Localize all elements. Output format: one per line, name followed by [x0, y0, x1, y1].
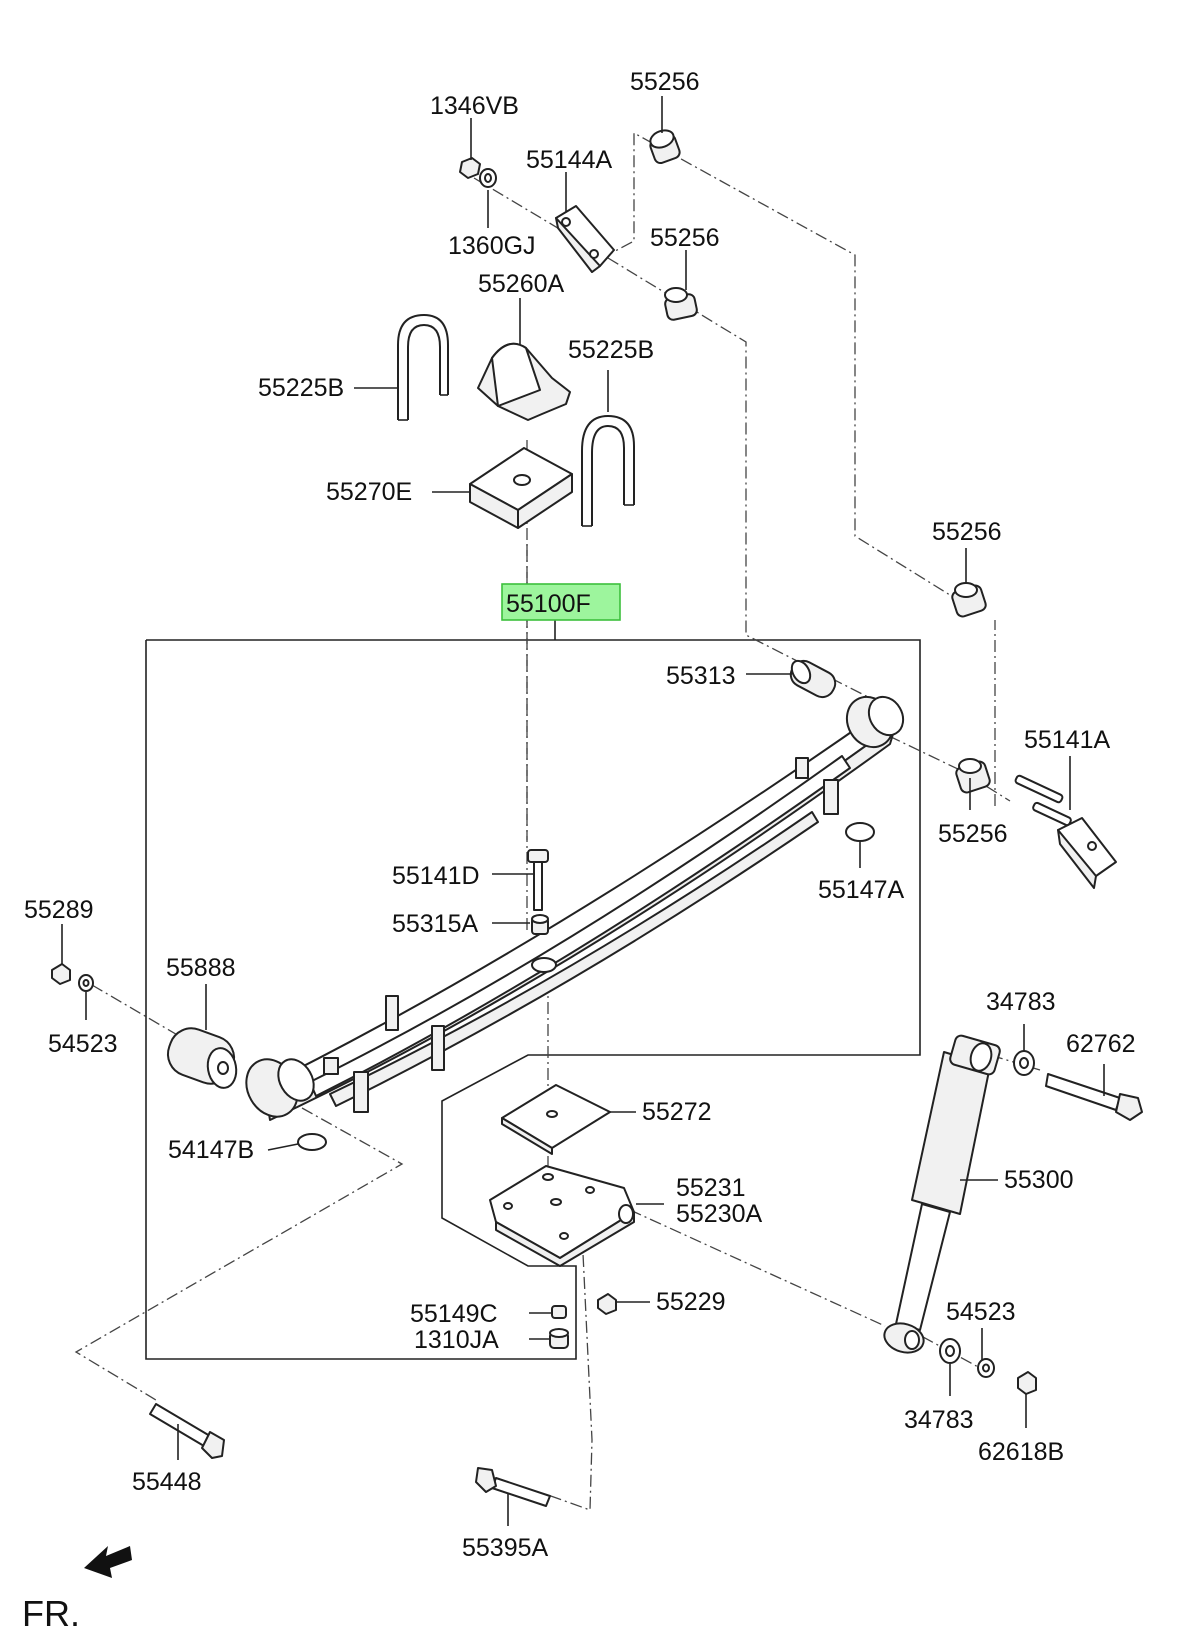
- label-u-bolt-left[interactable]: 55225B: [258, 374, 344, 402]
- center-bolt-part[interactable]: [527, 849, 549, 911]
- nut-right-bottom-part[interactable]: [1017, 1371, 1037, 1395]
- bushing-right2-part[interactable]: [955, 758, 992, 794]
- label-bushing-top[interactable]: 55256: [630, 68, 700, 96]
- nut-seat-part[interactable]: [551, 1305, 567, 1319]
- spring-clip: [353, 1071, 369, 1113]
- nut-seat2-part[interactable]: [549, 1328, 569, 1349]
- label-nut-right-bottom[interactable]: 62618B: [978, 1438, 1064, 1466]
- front-direction-label: FR.: [22, 1593, 80, 1634]
- label-anti-squeak-pad[interactable]: 55147A: [818, 876, 905, 904]
- leaf-spring-part[interactable]: [255, 711, 897, 1121]
- assembly-line: [74, 1107, 404, 1401]
- bumper-stopper-part[interactable]: [477, 342, 571, 421]
- nut-top-part[interactable]: [459, 157, 481, 179]
- label-center-nut[interactable]: 55315A: [392, 910, 479, 938]
- label-washer-left[interactable]: 54523: [48, 1030, 118, 1058]
- spring-clip: [323, 1057, 339, 1075]
- label-nut-seat[interactable]: 55149C: [410, 1300, 498, 1328]
- anti-squeak-pad-part[interactable]: [845, 822, 875, 842]
- assembly-line: [547, 1232, 593, 1511]
- spring-seat-part[interactable]: [489, 1165, 635, 1267]
- label-nut-left[interactable]: 55289: [24, 896, 94, 924]
- shackle-right-part[interactable]: [1014, 774, 1117, 889]
- assembly-line: [607, 257, 871, 699]
- washer-top-part[interactable]: [479, 168, 497, 188]
- label-washer-right-bottom[interactable]: 54523: [946, 1298, 1016, 1326]
- assembly-line: [473, 177, 609, 259]
- label-nut-seat3[interactable]: 55229: [656, 1288, 726, 1316]
- label-plate-pad[interactable]: 55272: [642, 1098, 712, 1126]
- assembly-line: [902, 1325, 981, 1369]
- part-labels: 55256 1346VB 55144A 1360GJ 55256 55260A …: [24, 68, 1136, 1562]
- assembly-line: [888, 735, 1011, 802]
- washer-right-top-part[interactable]: [1013, 1050, 1035, 1076]
- bolt-right-top-part[interactable]: [1045, 1073, 1143, 1121]
- spring-clip: [823, 779, 839, 815]
- bushing-top2-part[interactable]: [664, 287, 698, 321]
- u-bolt-left-part[interactable]: [397, 314, 449, 421]
- shackle-plate-top-part[interactable]: [555, 205, 615, 273]
- label-shackle-plate-top[interactable]: 55144A: [526, 146, 613, 174]
- label-spring-pad[interactable]: 55270E: [326, 478, 412, 506]
- label-center-bolt[interactable]: 55141D: [392, 862, 480, 890]
- assembly-line: [601, 131, 967, 606]
- plate-pad-part[interactable]: [501, 1084, 611, 1155]
- label-anti-squeak-left[interactable]: 54147B: [168, 1136, 254, 1164]
- label-seat-2[interactable]: 55230A: [676, 1200, 763, 1228]
- spring-assembly-frame: [145, 639, 921, 1360]
- washer-right-bottom2-part[interactable]: [939, 1338, 961, 1364]
- bushing-top-part[interactable]: [648, 127, 681, 165]
- label-eye-bushing[interactable]: 55313: [666, 662, 736, 690]
- u-bolt-right-part[interactable]: [581, 415, 635, 527]
- leader-lines: [61, 96, 1105, 1526]
- shock-absorber-part[interactable]: [881, 1034, 1001, 1357]
- label-front-bushing[interactable]: 55888: [166, 954, 236, 982]
- assembly-line: [629, 1209, 886, 1327]
- anti-squeak-left-part[interactable]: [297, 1133, 327, 1151]
- label-bushing-right2[interactable]: 55256: [938, 820, 1008, 848]
- label-nut-top[interactable]: 1346VB: [430, 92, 519, 120]
- rear-eye-part[interactable]: [838, 688, 910, 755]
- label-u-bolt-right[interactable]: 55225B: [568, 336, 654, 364]
- label-bolt-right-top[interactable]: 62762: [1066, 1030, 1136, 1058]
- front-eye-part[interactable]: [236, 1050, 321, 1126]
- label-shackle-right[interactable]: 55141A: [1024, 726, 1111, 754]
- washer-right-bottom-part[interactable]: [977, 1358, 995, 1378]
- label-washer-right-top[interactable]: 34783: [986, 988, 1056, 1016]
- label-seat-1[interactable]: 55231: [676, 1174, 746, 1202]
- label-washer-top[interactable]: 1360GJ: [448, 232, 536, 260]
- front-arrow-icon: [84, 1546, 132, 1578]
- label-bushing-top2[interactable]: 55256: [650, 224, 720, 252]
- label-bolt-lower[interactable]: 55395A: [462, 1534, 549, 1562]
- label-washer-right-bottom2[interactable]: 34783: [904, 1406, 974, 1434]
- spring-pad-part[interactable]: [469, 447, 573, 529]
- nut-left-part[interactable]: [51, 963, 71, 985]
- spring-assy-highlight: [501, 583, 621, 621]
- label-bumper-stopper[interactable]: 55260A: [478, 270, 565, 298]
- front-direction-indicator: FR.: [22, 1546, 132, 1634]
- label-bushing-right[interactable]: 55256: [932, 518, 1002, 546]
- label-shock-absorber[interactable]: 55300: [1004, 1166, 1074, 1194]
- label-bolt-front[interactable]: 55448: [132, 1468, 202, 1496]
- bolt-lower-part[interactable]: [475, 1467, 551, 1507]
- washer-left-part[interactable]: [78, 974, 94, 992]
- spring-clip: [795, 757, 809, 779]
- label-nut-seat2[interactable]: 1310JA: [414, 1326, 499, 1354]
- label-spring-assy[interactable]: 55100F: [506, 590, 591, 618]
- spring-clip: [385, 995, 399, 1031]
- spring-clip: [431, 1025, 445, 1071]
- center-nut-part[interactable]: [531, 914, 549, 935]
- bolt-front-part[interactable]: [149, 1403, 225, 1459]
- bushing-right-part[interactable]: [951, 582, 988, 618]
- assembly-line: [91, 984, 187, 1041]
- nut-seat3-part[interactable]: [597, 1293, 617, 1315]
- front-bushing-part[interactable]: [162, 1022, 240, 1090]
- eye-bushing-part[interactable]: [787, 657, 840, 702]
